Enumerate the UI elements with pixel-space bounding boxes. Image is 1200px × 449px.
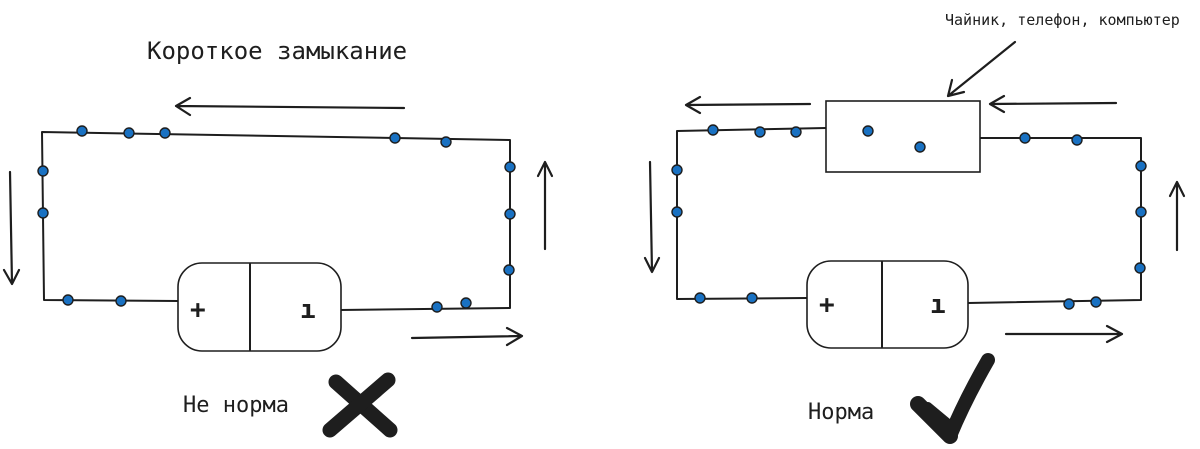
left-electrons xyxy=(37,125,516,313)
left-current-arrows xyxy=(2,96,554,347)
electron xyxy=(115,295,127,307)
electron xyxy=(62,294,74,306)
normal-circuit-wire xyxy=(676,127,1142,304)
electron xyxy=(1135,160,1147,172)
electron xyxy=(1071,134,1083,146)
load-device xyxy=(825,100,981,173)
cross-icon xyxy=(322,372,398,438)
arrow-left-icon xyxy=(684,95,812,115)
electron xyxy=(1019,132,1031,144)
electron xyxy=(504,161,516,173)
right-battery-minus: ı xyxy=(930,290,946,320)
checkmark-icon xyxy=(910,353,995,444)
electron xyxy=(1135,206,1147,218)
electron xyxy=(754,126,766,138)
right-battery-body xyxy=(806,260,969,349)
arrow-down-icon xyxy=(2,170,21,286)
electron xyxy=(790,126,802,138)
short-circuit-verdict: Не норма xyxy=(183,393,289,418)
electron xyxy=(862,125,874,137)
left-battery-plus: + xyxy=(190,295,206,325)
short-circuit-title: Короткое замыкание xyxy=(147,37,407,65)
device-label: Чайник, телефон, компьютер xyxy=(945,11,1180,29)
electron xyxy=(1090,296,1102,308)
electron xyxy=(460,297,472,309)
right-current-arrows xyxy=(643,94,1186,344)
pointer-arrow-icon xyxy=(946,40,1017,98)
left-battery: + ı xyxy=(177,262,342,352)
short-circuit-wire xyxy=(41,131,511,311)
right-battery: + ı xyxy=(806,260,969,349)
electron xyxy=(671,206,683,218)
electron xyxy=(389,132,401,144)
arrow-down-icon xyxy=(643,160,661,274)
arrow-right-icon xyxy=(410,326,524,347)
electron xyxy=(671,164,683,176)
electron xyxy=(159,127,171,139)
electron xyxy=(504,208,516,220)
arrow-left-icon xyxy=(174,96,406,117)
arrow-right-icon xyxy=(1004,324,1124,344)
electron xyxy=(37,165,49,177)
right-electrons xyxy=(671,124,1147,310)
left-battery-minus: ı xyxy=(300,295,316,325)
short-circuit-panel: Короткое замыкание + ı xyxy=(2,37,554,438)
electron xyxy=(1063,298,1075,310)
electron xyxy=(914,141,926,153)
arrow-up-icon xyxy=(536,160,554,251)
right-battery-plus: + xyxy=(819,290,835,320)
arrow-up-icon xyxy=(1168,180,1186,252)
electron xyxy=(440,136,452,148)
normal-circuit-panel: Чайник, телефон, компьютер + ı xyxy=(643,11,1186,444)
electron xyxy=(76,125,88,137)
electron xyxy=(503,264,515,276)
left-battery-body xyxy=(177,262,342,352)
electron xyxy=(707,124,719,136)
electron xyxy=(746,292,758,304)
load-device-body xyxy=(825,100,981,173)
electron xyxy=(694,292,706,304)
electron xyxy=(37,207,49,219)
electron xyxy=(1134,262,1146,274)
electron xyxy=(431,301,443,313)
arrow-left-icon xyxy=(988,94,1118,114)
electron xyxy=(123,127,135,139)
normal-circuit-verdict: Норма xyxy=(808,400,874,425)
